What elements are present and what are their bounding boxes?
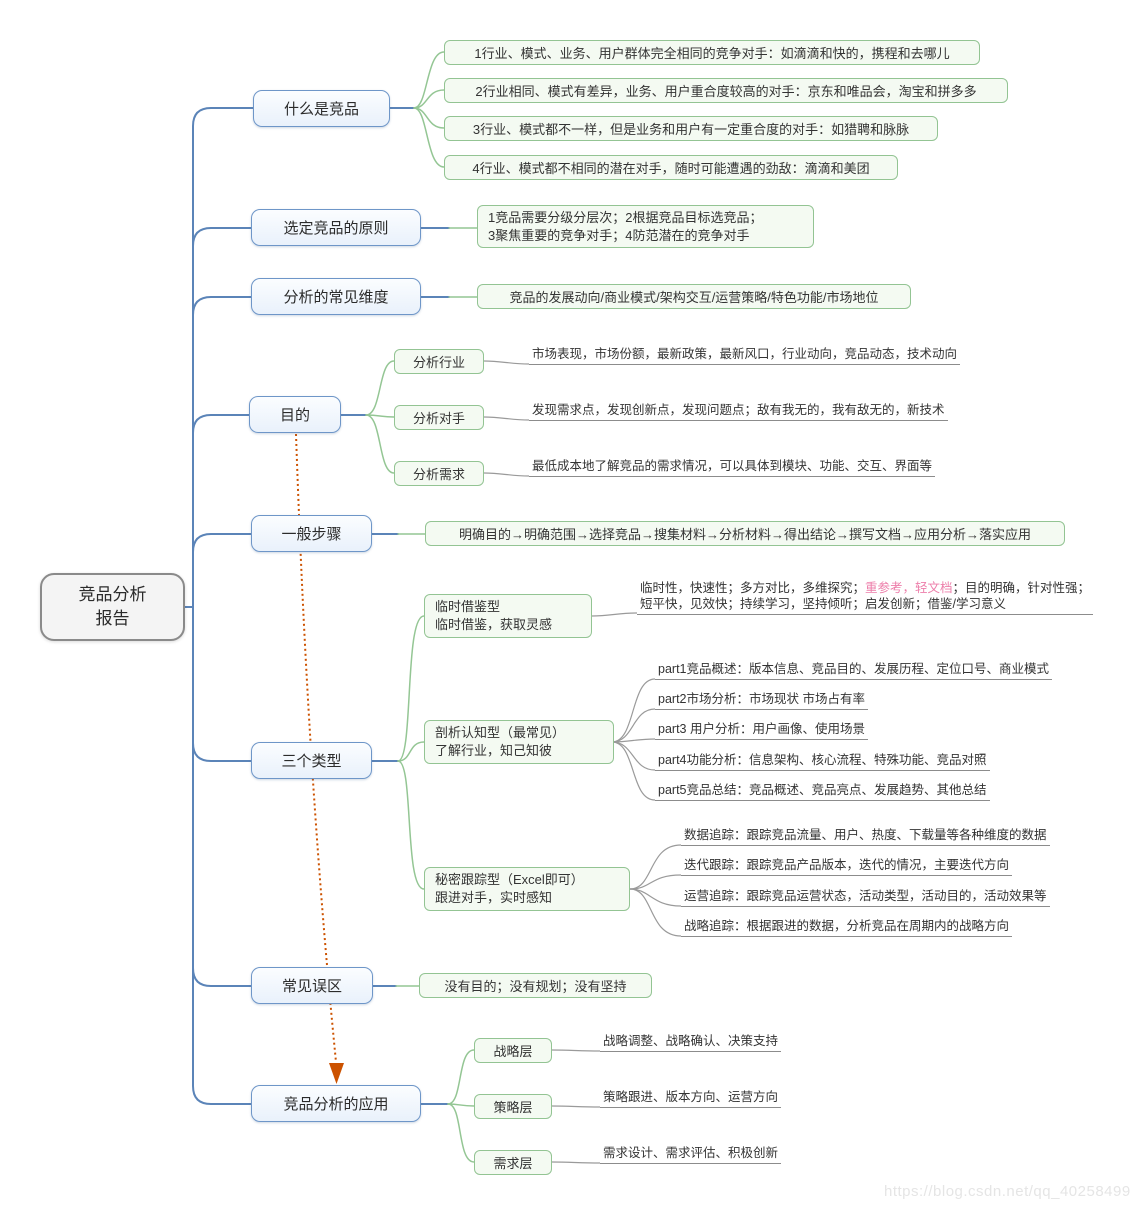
node-text: 迭代跟踪：跟踪竞品产品版本，迭代的情况，主要迭代方向 [684, 858, 1010, 872]
competitor-type-3[interactable]: 3行业、模式都不一样，但是业务和用户有一定重合度的对手：如猎聘和脉脉 [444, 116, 938, 141]
node-text: 需求设计、需求评估、积极创新 [603, 1146, 779, 1160]
node-text: 分析对手 [412, 411, 465, 426]
node-text: 1行业、模式、业务、用户群体完全相同的竞争对手：如滴滴和快的，携程和去哪儿 [474, 46, 950, 61]
track-data[interactable]: 数据追踪：跟踪竞品流量、用户、热度、下载量等各种维度的数据 [681, 828, 1050, 846]
competitor-type-4[interactable]: 4行业、模式都不相同的潜在对手，随时可能遭遇的劲敌：滴滴和美团 [444, 155, 898, 180]
node-text: part1竞品概述：版本信息、竞品目的、发展历程、定位口号、商业模式 [658, 662, 1049, 676]
node-text: 市场表现，市场份额，最新政策，最新风口，行业动向，竞品动态，技术动向 [532, 347, 958, 361]
node-text: 发现需求点，发现创新点，发现问题点；敌有我无的，我有敌无的，新技术 [532, 403, 945, 417]
branch-label: 一般步骤 [281, 526, 342, 543]
tactical-desc[interactable]: 策略跟进、版本方向、运营方向 [600, 1090, 782, 1108]
part4-features[interactable]: part4功能分析：信息架构、核心流程、特殊功能、竞品对照 [655, 753, 990, 771]
node-text: 战略追踪：根据跟进的数据，分析竞品在周期内的战略方向 [684, 919, 1010, 933]
track-iteration[interactable]: 迭代跟踪：跟踪竞品产品版本，迭代的情况，主要迭代方向 [681, 858, 1013, 876]
node-text: 1竞品需要分级分层次；2根据竞品目标选竞品； [488, 209, 763, 225]
purpose-analyze-industry[interactable]: 分析行业 [394, 349, 484, 374]
competitor-type-1[interactable]: 1行业、模式、业务、用户群体完全相同的竞争对手：如滴滴和快的，携程和去哪儿 [444, 40, 980, 65]
purpose-analyze-needs[interactable]: 分析需求 [394, 461, 484, 486]
branch-selection-principles[interactable]: 选定竞品的原则 [251, 209, 421, 246]
part2-market[interactable]: part2市场分析：市场现状 市场占有率 [655, 692, 868, 710]
industry-desc[interactable]: 市场表现，市场份额，最新政策，最新风口，行业动向，竞品动态，技术动向 [529, 347, 961, 365]
green-connectors [365, 51, 478, 1163]
gray-connectors [483, 360, 682, 1164]
node-text: 分析行业 [412, 355, 465, 370]
root-label-line2: 报告 [95, 609, 130, 628]
node-text: 了解行业，知己知彼 [435, 743, 553, 758]
node-text: 临时借鉴，获取灵感 [435, 617, 553, 632]
node-text: 最低成本地了解竞品的需求情况，可以具体到模块、功能、交互、界面等 [532, 459, 933, 473]
strategic-desc[interactable]: 战略调整、战略确认、决策支持 [600, 1034, 782, 1052]
node-text: part3 用户分析：用户画像、使用场景 [658, 722, 865, 736]
node-text: 秘密跟踪型（Excel即可） [435, 872, 584, 887]
highlighted-text: 重参考，轻文档 [865, 581, 953, 595]
node-text: 运营追踪：跟踪竞品运营状态，活动类型，活动目的，活动效果等 [684, 889, 1047, 903]
layer-requirement[interactable]: 需求层 [474, 1150, 552, 1175]
branch-label: 分析的常见维度 [283, 289, 389, 306]
layer-tactical[interactable]: 策略层 [474, 1094, 552, 1119]
rivals-desc[interactable]: 发现需求点，发现创新点，发现问题点；敌有我无的，我有敌无的，新技术 [529, 403, 948, 421]
branch-common-dimensions[interactable]: 分析的常见维度 [251, 278, 421, 315]
branch-label: 什么是竞品 [283, 101, 359, 118]
trunk-lines [184, 107, 450, 1105]
node-text: 3行业、模式都不一样，但是业务和用户有一定重合度的对手：如猎聘和脉脉 [472, 122, 910, 137]
node-text: 分析需求 [412, 467, 465, 482]
type-secret-tracking[interactable]: 秘密跟踪型（Excel即可） 跟进对手，实时感知 [424, 867, 630, 911]
needs-desc[interactable]: 最低成本地了解竞品的需求情况，可以具体到模块、功能、交互、界面等 [529, 459, 936, 477]
branch-label: 竞品分析的应用 [283, 1096, 389, 1113]
node-text: 策略层 [493, 1100, 533, 1115]
track-operation[interactable]: 运营追踪：跟踪竞品运营状态，活动类型，活动目的，活动效果等 [681, 889, 1050, 907]
node-text: 战略层 [493, 1044, 533, 1059]
relation-arrowhead-icon [329, 1063, 344, 1084]
node-text: 竞品的发展动向/商业模式/架构交互/运营策略/特色功能/市场地位 [509, 290, 879, 305]
part1-overview[interactable]: part1竞品概述：版本信息、竞品目的、发展历程、定位口号、商业模式 [655, 662, 1052, 680]
competitor-type-2[interactable]: 2行业相同、模式有差异，业务、用户重合度较高的对手：京东和唯品会，淘宝和拼多多 [444, 78, 1008, 103]
node-text: 没有目的；没有规划；没有坚持 [444, 979, 627, 994]
branch-general-steps[interactable]: 一般步骤 [251, 515, 372, 552]
branch-label: 三个类型 [281, 753, 342, 770]
branch-label: 目的 [279, 407, 310, 424]
node-text: 需求层 [493, 1156, 533, 1171]
steps-flow[interactable]: 明确目的→明确范围→选择竞品→搜集材料→分析材料→得出结论→撰写文档→应用分析→… [425, 521, 1065, 546]
node-text: 2行业相同、模式有差异，业务、用户重合度较高的对手：京东和唯品会，淘宝和拼多多 [475, 84, 977, 99]
branch-three-types[interactable]: 三个类型 [251, 742, 372, 779]
branch-what-is-competitor[interactable]: 什么是竞品 [253, 90, 390, 127]
node-text: 3聚焦重要的竞争对手；4防范潜在的竞争对手 [488, 227, 750, 243]
branch-common-mistakes[interactable]: 常见误区 [251, 967, 373, 1004]
type-analytical-cognition[interactable]: 剖析认知型（最常见） 了解行业，知己知彼 [424, 720, 614, 764]
dimensions-note[interactable]: 竞品的发展动向/商业模式/架构交互/运营策略/特色功能/市场地位 [477, 284, 911, 309]
type-temporary-reference[interactable]: 临时借鉴型 临时借鉴，获取灵感 [424, 594, 592, 638]
node-text: 数据追踪：跟踪竞品流量、用户、热度、下载量等各种维度的数据 [684, 828, 1047, 842]
node-text: 跟进对手，实时感知 [435, 890, 553, 905]
node-text: 剖析认知型（最常见） [435, 725, 566, 740]
node-text: part5竞品总结：竞品概述、竞品亮点、发展趋势、其他总结 [658, 783, 987, 797]
node-text: part4功能分析：信息架构、核心流程、特殊功能、竞品对照 [658, 753, 987, 767]
watermark-text: https://blog.csdn.net/qq_40258499 [884, 1183, 1131, 1200]
node-text: 短平快，见效快；持续学习，坚持倾听；启发创新；借鉴/学习意义 [640, 597, 1006, 611]
root-label-line1: 竞品分析 [78, 585, 147, 604]
branch-application[interactable]: 竞品分析的应用 [251, 1085, 421, 1122]
branch-label: 常见误区 [281, 978, 342, 995]
node-text: 明确目的→明确范围→选择竞品→搜集材料→分析材料→得出结论→撰写文档→应用分析→… [458, 527, 1031, 542]
layer-strategic[interactable]: 战略层 [474, 1038, 552, 1063]
selection-principles-note[interactable]: 1竞品需要分级分层次；2根据竞品目标选竞品； 3聚焦重要的竞争对手；4防范潜在的… [477, 205, 814, 248]
part5-summary[interactable]: part5竞品总结：竞品概述、竞品亮点、发展趋势、其他总结 [655, 783, 990, 801]
node-text: 4行业、模式都不相同的潜在对手，随时可能遭遇的劲敌：滴滴和美团 [472, 161, 870, 176]
branch-purpose[interactable]: 目的 [249, 396, 341, 433]
track-strategy[interactable]: 战略追踪：根据跟进的数据，分析竞品在周期内的战略方向 [681, 919, 1013, 937]
root-node[interactable]: 竞品分析 报告 [40, 573, 185, 641]
node-text: 临时性，快速性；多方对比，多维探究； [640, 581, 866, 595]
branch-label: 选定竞品的原则 [283, 220, 389, 237]
node-text: part2市场分析：市场现状 市场占有率 [658, 692, 865, 706]
requirement-desc[interactable]: 需求设计、需求评估、积极创新 [600, 1146, 782, 1164]
node-text: 策略跟进、版本方向、运营方向 [603, 1090, 779, 1104]
node-text: 临时借鉴型 [435, 599, 501, 614]
part3-users[interactable]: part3 用户分析：用户画像、使用场景 [655, 722, 868, 740]
temporary-reference-desc[interactable]: 临时性，快速性；多方对比，多维探究；重参考，轻文档；目的明确，针对性强； 短平快… [637, 580, 1094, 615]
node-text: 战略调整、战略确认、决策支持 [603, 1034, 779, 1048]
node-text: ；目的明确，针对性强； [952, 581, 1091, 595]
mistakes-note[interactable]: 没有目的；没有规划；没有坚持 [419, 973, 652, 998]
purpose-analyze-rivals[interactable]: 分析对手 [394, 405, 484, 430]
